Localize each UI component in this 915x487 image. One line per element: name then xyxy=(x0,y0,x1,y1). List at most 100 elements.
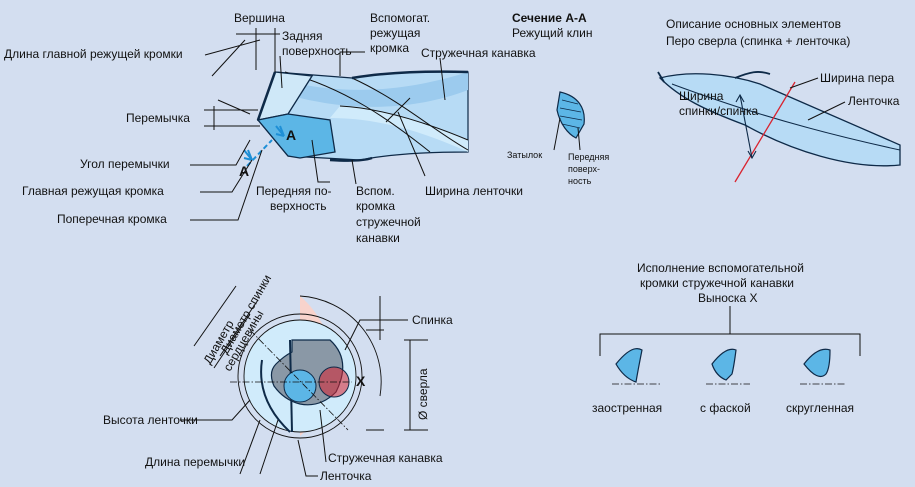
main-cutting-edge xyxy=(256,71,277,121)
variant-label-rounded: скругленная xyxy=(786,401,854,415)
web-angle-leader xyxy=(190,139,251,166)
back-leader xyxy=(344,319,408,351)
label-front-surface-2: верхность xyxy=(270,199,327,213)
label-web: Перемычка xyxy=(126,111,190,125)
label-heel: Затылок xyxy=(507,150,542,160)
label-back-surface-1: Задняя xyxy=(282,29,323,43)
section-subtitle: Режущий клин xyxy=(512,26,593,40)
variant-label-sharp: заостренная xyxy=(592,401,662,415)
label-back-surface-2: поверхность xyxy=(282,44,352,58)
label-web-length: Длина перемычки xyxy=(145,455,245,469)
land-helix-line-2 xyxy=(351,77,469,151)
web-dimension xyxy=(204,106,260,130)
variant-chamfer xyxy=(706,348,750,385)
back-arc xyxy=(299,295,382,397)
section-line xyxy=(246,139,273,167)
label-main-cutting-edge: Главная режущая кромка xyxy=(22,184,164,198)
cross-edge-leader xyxy=(190,149,263,221)
label-land-height: Высота ленточки xyxy=(103,413,198,427)
land-width-leader xyxy=(385,97,426,177)
outer-circle xyxy=(237,313,363,439)
body-width-line xyxy=(734,81,796,183)
section-arrow-lower xyxy=(243,149,253,161)
tip-edge xyxy=(657,71,665,83)
core-diameter-line xyxy=(213,313,251,369)
label-flute: Стружечная канавка xyxy=(421,46,536,60)
land-leader-cross xyxy=(297,439,318,477)
label-flute-aux-edge-1: Вспом. xyxy=(356,184,395,198)
flute-leader xyxy=(439,57,446,101)
left-flank-edge xyxy=(260,359,291,433)
drill-diameter-lines xyxy=(366,296,411,431)
label-drill-diameter: Ø сверла xyxy=(416,368,430,420)
land-height-leader xyxy=(180,399,251,421)
drill-diameter-ticks xyxy=(404,339,428,431)
rounded-profile xyxy=(803,348,831,377)
label-flute-aux-edge-3: стружечной xyxy=(356,215,421,229)
flute-edge-line xyxy=(339,105,469,141)
flute-aux-edge-leader xyxy=(351,159,357,185)
apex-dimension xyxy=(236,28,280,72)
variants-bracket xyxy=(599,306,861,356)
aux-cutting-edge xyxy=(351,70,469,80)
label-back: Спинка xyxy=(412,313,453,327)
front-surface-leader xyxy=(311,139,330,183)
cross-section-illustration xyxy=(180,285,428,477)
heel-leader xyxy=(553,117,561,151)
drill-tip-illustration: A A xyxy=(239,70,469,179)
label-main-edge-length: Длина главной режущей кромки xyxy=(4,47,183,61)
label-flute-aux-edge-4: канавки xyxy=(356,231,400,245)
section-marker-a-lower: A xyxy=(239,163,249,179)
body-title-2: Перо сверла (спинка + ленточка) xyxy=(666,34,850,48)
section-arrow-upper xyxy=(275,125,285,137)
main-edge-leader xyxy=(200,159,253,193)
label-flute-aux-edge-2: кромка xyxy=(356,199,395,213)
wedge-shape xyxy=(556,91,585,139)
edge-length-dimension xyxy=(204,39,261,115)
tip-curl xyxy=(734,71,771,79)
cutting-wedge-section xyxy=(553,91,585,151)
label-front-1: Передняя xyxy=(568,152,609,162)
label-land-width: Ширина ленточки xyxy=(425,184,523,198)
sharp-profile xyxy=(615,348,643,383)
back-width-arrow xyxy=(739,94,753,159)
section-marker-a-upper: A xyxy=(286,127,296,143)
label-body-width: Ширина пера xyxy=(820,71,895,85)
label-aux-edge-2: режущая xyxy=(370,26,420,40)
label-land: Ленточка xyxy=(848,94,900,108)
label-land-cross: Ленточка xyxy=(320,469,372,483)
label-detail-x: X xyxy=(356,373,366,389)
front-surface xyxy=(256,113,336,159)
variants-title-1: Исполнение вспомогательной xyxy=(637,261,804,275)
land-line xyxy=(671,83,901,151)
variant-rounded xyxy=(800,348,846,385)
label-aux-edge-3: кромка xyxy=(370,41,409,55)
body-title-1: Описание основных элементов xyxy=(666,17,841,31)
label-front-2: поверх- xyxy=(568,164,600,174)
section-title: Сечение А-А xyxy=(512,11,587,25)
label-web-angle: Угол перемычки xyxy=(80,157,170,171)
label-aux-edge-1: Вспомогат. xyxy=(370,11,430,25)
flute-band-lower xyxy=(330,106,468,152)
flute-circle xyxy=(283,369,317,403)
variants-title-3: Выноска Х xyxy=(698,291,757,305)
variants-title-2: кромки стружечной канавки xyxy=(640,276,794,290)
label-cross-edge: Поперечная кромка xyxy=(57,212,167,226)
label-apex: Вершина xyxy=(234,11,285,25)
aux-edge-leader xyxy=(339,51,365,76)
tip-dimension-lines xyxy=(190,28,446,221)
label-front-surface-1: Передняя по- xyxy=(256,184,332,198)
land-leader xyxy=(807,101,846,121)
label-back-width-1: Ширина xyxy=(679,89,724,103)
variant-label-chamfer: с фаской xyxy=(700,401,751,415)
label-back-width-2: спинки/спинка xyxy=(679,104,758,118)
flute-leader-cross xyxy=(319,409,327,463)
body-width-leader xyxy=(789,77,819,89)
flute-aux-edge xyxy=(329,156,373,162)
front-leader xyxy=(577,127,581,151)
wedge-hatch xyxy=(559,99,583,129)
drill-body-illustration xyxy=(657,71,901,183)
back-diameter-lines xyxy=(193,285,259,357)
label-front-3: ность xyxy=(568,176,592,186)
